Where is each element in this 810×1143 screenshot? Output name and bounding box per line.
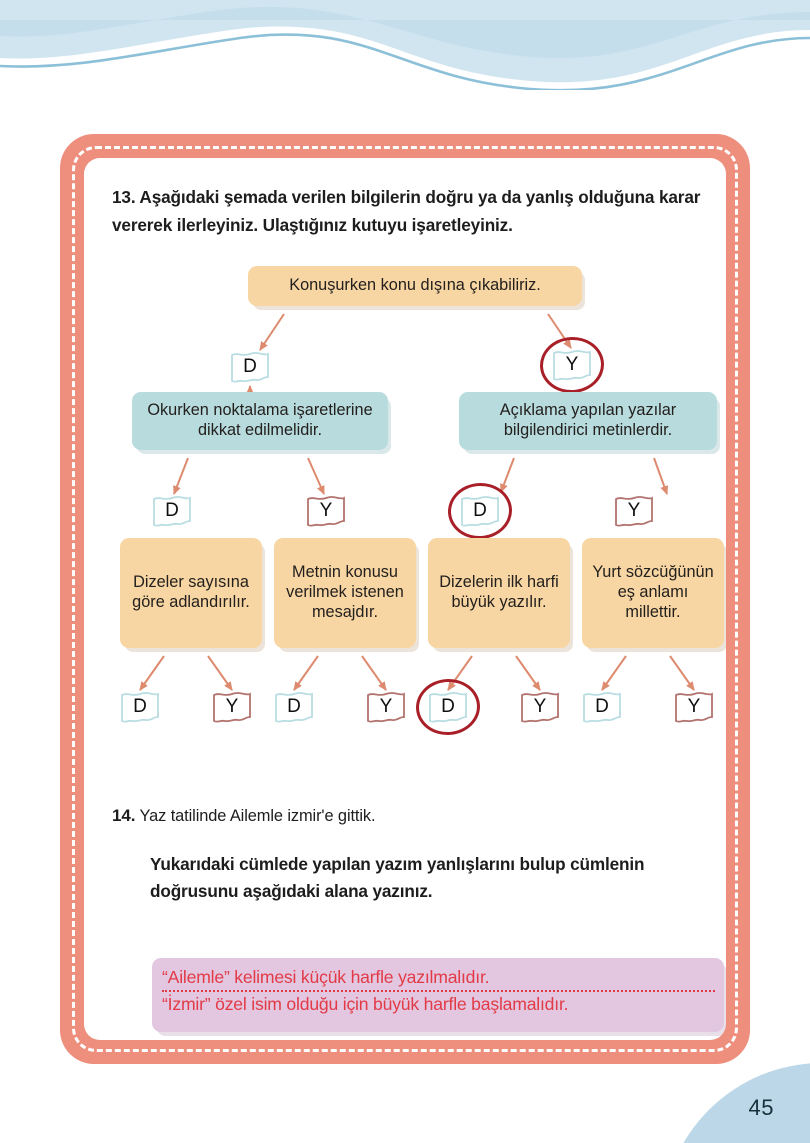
answer-box-row2-y[interactable]: Y xyxy=(538,334,606,396)
question-13-text: 13. Aşağıdaki şemada verilen bilgilerin … xyxy=(112,187,701,235)
answer-box-label: Y xyxy=(627,500,641,521)
wave-decoration-top xyxy=(0,0,810,90)
answer-handwriting: “Ailemle” kelimesi küçük harfle yazılmal… xyxy=(162,956,722,1014)
answer-box-row2-d[interactable]: D xyxy=(228,350,272,384)
answer-box-row4-7[interactable]: D xyxy=(580,690,624,724)
statement-box-row3-1: Dizeler sayısına göre adlandırılır. xyxy=(120,538,262,648)
answer-box-label: D xyxy=(473,500,487,521)
question-14-sentence: Yaz tatilinde Ailemle izmir'e gittik. xyxy=(139,807,376,825)
answer-box-row4-2[interactable]: Y xyxy=(210,690,254,724)
answer-box-label: Y xyxy=(687,696,701,717)
question-14-prompt: Yukarıdaki cümlede yapılan yazım yanlışl… xyxy=(150,853,645,902)
statement-box-row2-left: Okurken noktalama işaretlerine dikkat ed… xyxy=(132,392,388,450)
answer-box-label: D xyxy=(243,356,257,377)
statement-box-row3-2: Metnin konusu verilmek istenen mesajdır. xyxy=(274,538,416,648)
selection-circle-mark xyxy=(538,334,606,396)
truth-flow-diagram: Konuşurken konu dışına çıkabiliriz. D Y xyxy=(84,266,726,786)
answer-box-label: Y xyxy=(319,500,333,521)
answer-box-row4-8[interactable]: Y xyxy=(672,690,716,724)
answer-box-row4-1[interactable]: D xyxy=(118,690,162,724)
frame-dashed-inner: 13. Aşağıdaki şemada verilen bilgilerin … xyxy=(72,146,738,1052)
answer-line-1: “Ailemle” kelimesi küçük harfle yazılmal… xyxy=(162,967,490,987)
selection-circle-mark xyxy=(446,480,514,542)
answer-box-row4-6[interactable]: Y xyxy=(518,690,562,724)
answer-box-row3-4[interactable]: Y xyxy=(612,494,656,528)
answer-box-label: Y xyxy=(533,696,547,717)
answer-box-row4-4[interactable]: Y xyxy=(364,690,408,724)
statement-box-row3-3: Dizelerin ilk harfi büyük yazılır. xyxy=(428,538,570,648)
answer-dotted-rule xyxy=(162,990,715,993)
answer-box-row3-1[interactable]: D xyxy=(150,494,194,528)
answer-box-label: D xyxy=(133,696,147,717)
answer-box-label: Y xyxy=(565,354,579,375)
statement-box-top: Konuşurken konu dışına çıkabiliriz. xyxy=(248,266,582,306)
answer-box-row4-3[interactable]: D xyxy=(272,690,316,724)
answer-box-label: Y xyxy=(379,696,393,717)
answer-box-label: D xyxy=(595,696,609,717)
question-14-number: 14. xyxy=(112,806,136,825)
answer-area-band[interactable] xyxy=(152,958,724,1032)
selection-circle-mark xyxy=(414,676,482,738)
statement-box-row3-4: Yurt sözcüğünün eş anlamı millettir. xyxy=(582,538,724,648)
answer-box-label: D xyxy=(165,500,179,521)
answer-box-label: D xyxy=(441,696,455,717)
page-number: 45 xyxy=(748,1095,774,1120)
answer-line-2: “İzmir” özel isim olduğu için büyük harf… xyxy=(162,994,569,1015)
answer-box-label: Y xyxy=(225,696,239,717)
statement-box-row2-right: Açıklama yapılan yazılar bilgilendirici … xyxy=(459,392,717,450)
corner-blob xyxy=(662,1063,810,1143)
page-content-frame: 13. Aşağıdaki şemada verilen bilgilerin … xyxy=(60,134,750,1064)
answer-box-row3-3[interactable]: D xyxy=(446,480,514,542)
question-14: 14. Yaz tatilinde Ailemle izmir'e gittik… xyxy=(112,803,726,906)
answer-box-row3-2[interactable]: Y xyxy=(304,494,348,528)
question-13: 13. Aşağıdaki şemada verilen bilgilerin … xyxy=(112,184,726,240)
question-14-sentence-row: 14. Yaz tatilinde Ailemle izmir'e gittik… xyxy=(112,803,726,829)
answer-box-row4-5[interactable]: D xyxy=(414,676,482,738)
answer-box-label: D xyxy=(287,696,301,717)
worksheet-sheet: 13. Aşağıdaki şemada verilen bilgilerin … xyxy=(84,158,726,1040)
page-number-corner: 45 xyxy=(650,1057,810,1143)
